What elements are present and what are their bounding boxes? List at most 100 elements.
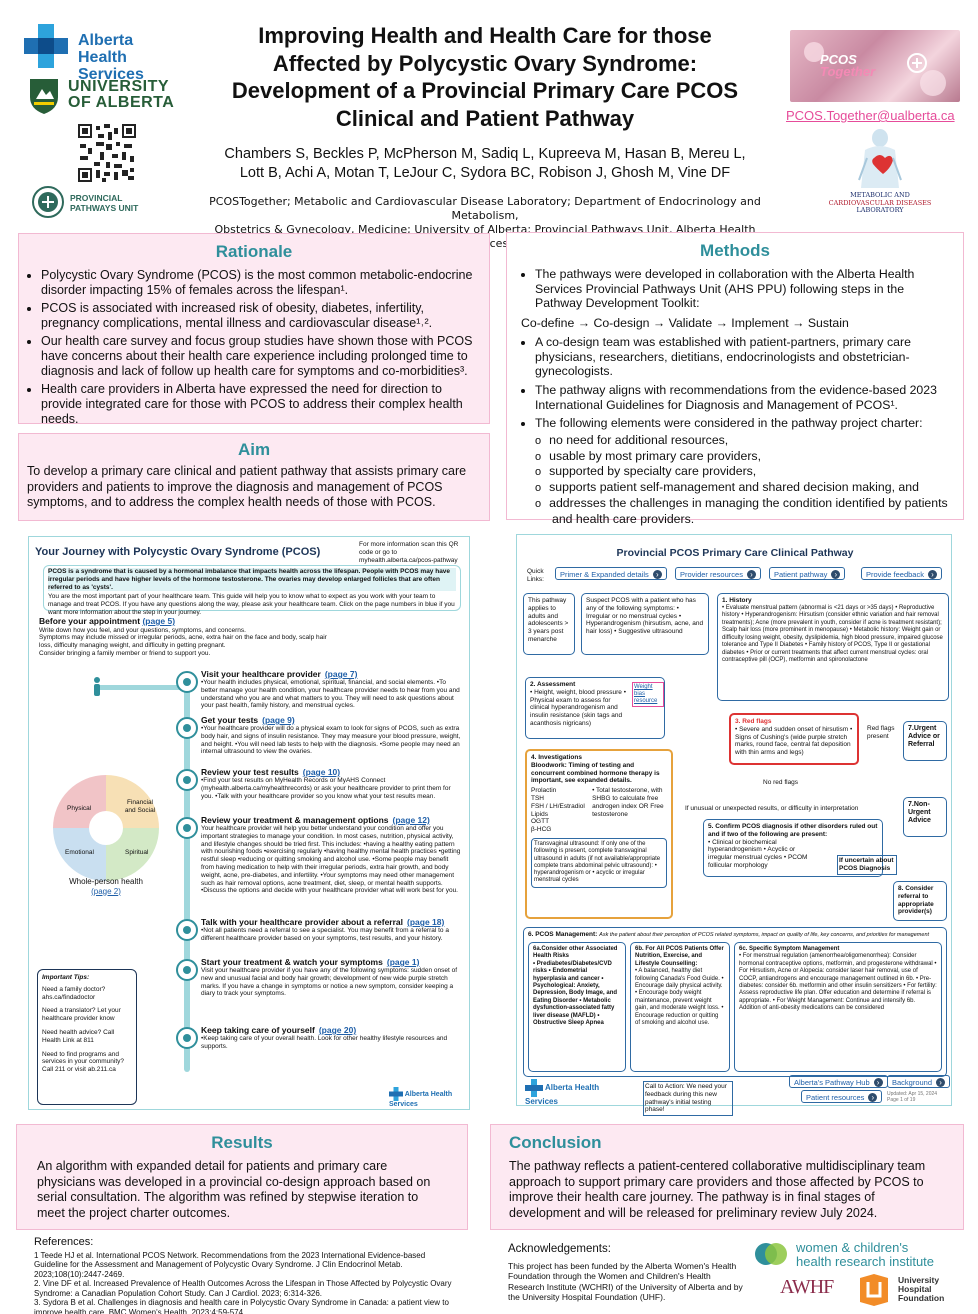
confirm-title: 5. Confirm PCOS diagnosis if other disor…: [708, 823, 878, 838]
wheel-physical: Physical: [67, 805, 92, 812]
lab-test: Lipids: [531, 810, 548, 818]
methods-item: A co-design team was established with pa…: [535, 335, 951, 379]
affil-line-1: PCOSTogether; Metabolic and Cardiovascul…: [209, 195, 761, 222]
m6b-box: 6b. For All PCOS Patients Offer Nutritio…: [630, 942, 730, 1072]
methods-list: The pathways were developed in collabora…: [521, 267, 951, 526]
clinical-ahs-logo: Alberta Health Services: [525, 1079, 625, 1106]
step-text: •Not all patients need a referral to see…: [201, 927, 449, 942]
confirm-text: • Clinical or biochemical hyperandrogeni…: [708, 838, 808, 869]
primer-details-button[interactable]: Primer & Expanded details: [555, 567, 667, 580]
journey-step: Review your treatment & management optio…: [201, 815, 463, 915]
journey-path-start: [99, 685, 187, 690]
authors-line-2: Lott B, Achi A, Motan T, LeJour C, Sydor…: [239, 165, 731, 181]
step-icon: [176, 769, 198, 791]
wheel-emotional: Emotional: [65, 849, 94, 856]
before-page-link[interactable]: (page 5): [142, 616, 176, 626]
clinical-pathway-figure: Provincial PCOS Primary Care Clinical Pa…: [516, 534, 952, 1117]
step-page-link[interactable]: (page 10): [302, 767, 341, 777]
lab-test: OGTT: [531, 818, 550, 826]
methods-subitem: no need for additional resources,: [535, 433, 951, 449]
methods-section: Methods The pathways were developed in c…: [506, 232, 964, 526]
reference-item: 1 Teede HJ et al. International PCOS Net…: [34, 1250, 426, 1279]
methods-item-4-text: The following elements were considered i…: [535, 416, 923, 431]
provide-feedback-button[interactable]: Provide feedback: [861, 567, 942, 580]
red-flags-box: 3. Red flags • Severe and sudden onset o…: [729, 713, 859, 765]
before-appointment: Before your appointment (page 5) Write d…: [39, 616, 329, 658]
ppu-name-line2: PATHWAYS UNIT: [70, 203, 139, 213]
tip-item: Need a translator? Let your healthcare p…: [42, 1007, 121, 1023]
step-text: Visit your healthcare provider if you ha…: [201, 967, 458, 998]
person-icon: [94, 677, 100, 696]
tip-item: Need to find programs and services in yo…: [42, 1050, 124, 1074]
lab-name-line1: METABOLIC AND: [850, 191, 910, 199]
title-line-4: Clinical and Patient Pathway: [335, 105, 635, 131]
before-title: Before your appointment: [39, 616, 141, 626]
methods-flow: Co-define → Co-design → Validate → Imple…: [521, 316, 849, 331]
suspect-box: Suspect PCOS with a patient who has any …: [581, 593, 709, 655]
pcos-together-logo: PCOS Together: [790, 30, 960, 102]
weight-bias-link[interactable]: Weight bias resource: [632, 682, 664, 707]
title-line-1: Improving Health and Health Care for tho…: [258, 23, 712, 48]
ahs-name-line1: Alberta Health: [78, 32, 134, 66]
tip-item: Need health advice? Call Health Link at …: [42, 1028, 115, 1044]
background-link[interactable]: Background: [887, 1075, 951, 1088]
methods-item: The pathway aligns with recommendations …: [535, 383, 951, 412]
journey-intro: PCOS is a syndrome that is caused by a h…: [48, 568, 456, 592]
methods-subitem-5-text: addresses the challenges in managing the…: [549, 495, 948, 526]
step-page-link[interactable]: (page 20): [318, 1025, 357, 1035]
step-page-link[interactable]: (page 7): [324, 669, 358, 679]
important-tips: Important Tips: Need a family doctor? ah…: [37, 969, 137, 1105]
ppu-logo: PROVINCIAL PATHWAYS UNIT: [32, 186, 182, 218]
wheel-financial-social: Financial and Social: [124, 799, 156, 814]
conclusion-text: The pathway reflects a patient-centered …: [509, 1159, 926, 1220]
patient-pathway-button[interactable]: Patient pathway: [769, 567, 846, 580]
step-title: Review your treatment & management optio…: [201, 815, 389, 825]
acknowledgements: Acknowledgements: This project has been …: [508, 1243, 748, 1302]
before-item: Write down how you feel, and your questi…: [39, 626, 246, 634]
wheel-page-link[interactable]: (page 2): [91, 886, 121, 896]
step-title: Talk with your healthcare provider about…: [201, 917, 404, 927]
assessment-box: 2. Assessment • Height, weight, blood pr…: [525, 677, 665, 739]
updated-label: Updated: Apr 15, 2024 Page 1 of 19: [887, 1091, 938, 1103]
quick-links-label: Quick Links:: [527, 568, 544, 583]
pathway-hub-link[interactable]: Alberta's Pathway Hub: [789, 1075, 888, 1088]
wchri-line2: health research institute: [796, 1254, 935, 1269]
results-text: An algorithm with expanded detail for pa…: [37, 1159, 431, 1220]
methods-subitem: supports patient self-management and sha…: [535, 480, 951, 496]
investigations-title: 4. Investigations: [531, 754, 582, 761]
wchri-logo: women & children's health research insti…: [754, 1240, 954, 1270]
ack-text: This project has been funded by the Albe…: [508, 1261, 743, 1302]
non-urgent-advice-box[interactable]: 7.Non-Urgent Advice: [903, 797, 947, 837]
methods-subitem: addresses the challenges in managing the…: [535, 496, 951, 526]
step-page-link[interactable]: (page 9): [262, 715, 295, 725]
step-text: Your healthcare provider will help you b…: [201, 825, 461, 895]
reference-item: 2. Vine DF et al. Increased Prevalence o…: [34, 1279, 452, 1298]
whole-person-wheel: [53, 775, 159, 881]
provider-resources-button[interactable]: Provider resources: [675, 567, 761, 580]
step-text: •Your health includes physical, emotiona…: [201, 679, 460, 710]
journey-step: Review your test results(page 10)•Find y…: [201, 767, 463, 813]
step-icon: [176, 1027, 198, 1049]
management-note: Ask the patient about their perception o…: [599, 932, 930, 938]
investigations-text: Bloodwork: Timing of testing and concurr…: [531, 761, 660, 785]
patient-resources-link[interactable]: Patient resources: [801, 1090, 883, 1103]
wheel-label-text: Whole-person health: [69, 877, 143, 886]
step-page-link[interactable]: (page 12): [392, 815, 430, 825]
urgent-referral-box[interactable]: 7.Urgent Advice or Referral: [903, 721, 947, 761]
ua-logo: UNIVERSITY OF ALBERTA: [28, 77, 188, 117]
ua-name-line2: OF ALBERTA: [68, 94, 175, 111]
step-page-link[interactable]: (page 1): [386, 957, 420, 967]
m6b-text: • A balanced, healthy diet following Can…: [635, 968, 724, 1027]
journey-step: Start your treatment & watch your sympto…: [201, 957, 463, 1023]
call-to-action: Call to Action: We need your feedback du…: [643, 1081, 733, 1117]
m6c-box: 6c. Specific Symptom Management • For me…: [734, 942, 942, 1072]
contact-email-link[interactable]: PCOS.Together@ualberta.ca: [786, 108, 955, 123]
uhf-logo: University Hospital Foundation: [858, 1272, 958, 1310]
uhf-symbol-icon: [860, 1274, 888, 1306]
journey-intro-box: PCOS is a syndrome that is caused by a h…: [43, 565, 461, 616]
plus-circle-icon: [907, 53, 927, 73]
history-text: • Evaluate menstrual pattern (abnormal i…: [722, 604, 943, 664]
step-page-link[interactable]: (page 18): [407, 917, 445, 927]
red-flags-title: 3. Red flags: [735, 718, 772, 725]
consider-referral-box[interactable]: 8. Consider referral to appropriate prov…: [893, 881, 947, 921]
